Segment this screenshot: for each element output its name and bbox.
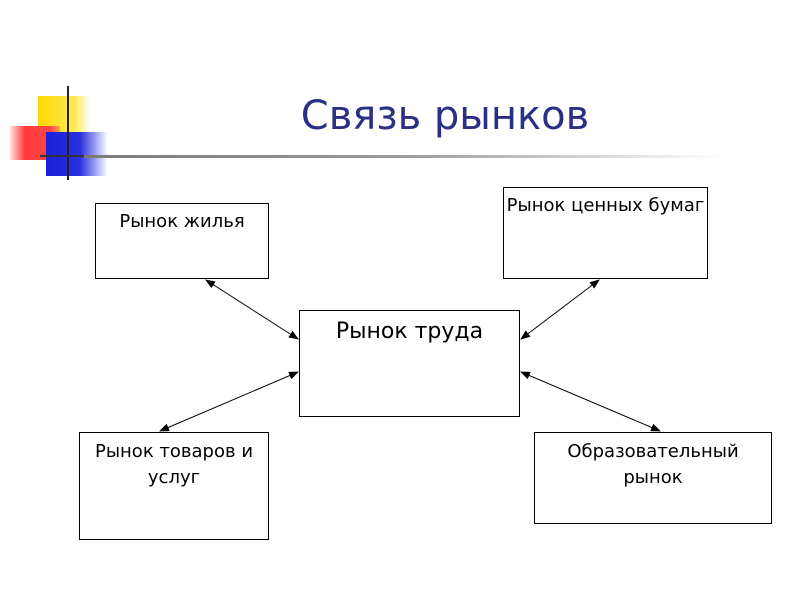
arrow-labor-goods — [159, 371, 299, 432]
arrow-labor-education — [520, 371, 661, 432]
box-labor-label: Рынок труда — [335, 319, 484, 344]
box-securities-label: Рынок ценных бумаг — [506, 195, 705, 216]
box-education-label: Образовательный рынок — [567, 441, 739, 488]
box-labor-market: Рынок труда — [299, 310, 520, 417]
logo-horizontal-line — [40, 155, 100, 157]
box-housing-label: Рынок жилья — [119, 211, 245, 232]
box-goods-label: Рынок товаров и услуг — [94, 441, 254, 488]
box-goods-services-market: Рынок товаров и услуг — [79, 432, 269, 540]
box-housing-market: Рынок жилья — [95, 203, 269, 279]
arrow-labor-housing — [205, 279, 299, 340]
title-underline — [84, 155, 724, 158]
box-securities-market: Рынок ценных бумаг — [503, 187, 708, 279]
box-education-market: Образовательный рынок — [534, 432, 772, 524]
logo-vertical-line — [67, 86, 69, 180]
logo-blue-square — [46, 132, 108, 176]
arrow-labor-securities — [520, 279, 600, 340]
slide-title: Связь рынков — [300, 93, 590, 139]
